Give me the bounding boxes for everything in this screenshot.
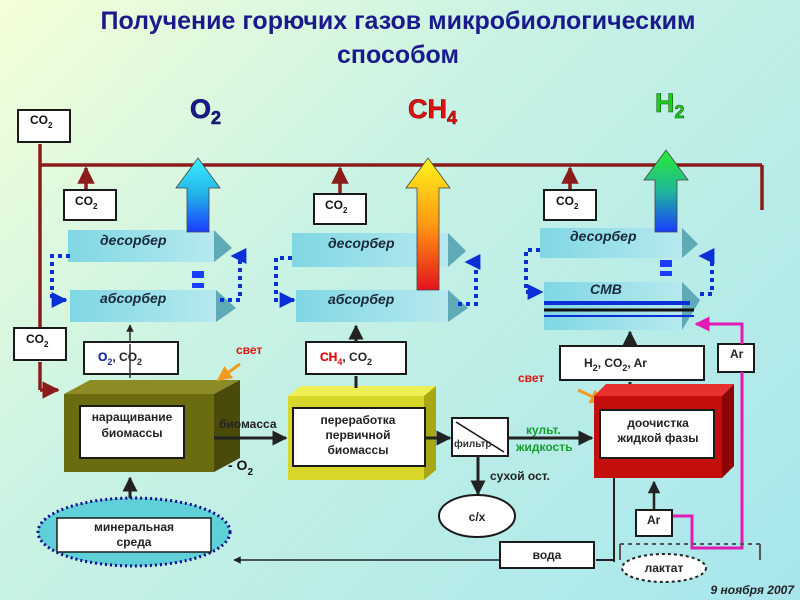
svg-text:CO2: CO2 [26, 332, 49, 349]
svg-text:вода: вода [533, 548, 562, 562]
svg-text:CO2: CO2 [30, 113, 53, 130]
culture-liquid-label-2: жидкость [515, 440, 572, 454]
agriculture-node: с/х [438, 494, 516, 538]
svg-text:переработка: переработка [321, 413, 396, 427]
svg-text:биомассы: биомассы [328, 443, 389, 457]
date-footer: 9 ноября 2007 [710, 583, 795, 597]
svg-text:CO2: CO2 [75, 194, 98, 211]
right-recirc-loop-left [524, 248, 544, 300]
svg-text:фильтр: фильтр [454, 438, 492, 450]
middle-recirc-loop-right [458, 254, 481, 306]
light-arrow-1 [216, 362, 241, 382]
left-recirc-loop-left [50, 254, 70, 308]
biomass-label: биомасса [219, 417, 277, 431]
svg-text:биомассы: биомассы [102, 426, 163, 440]
middle-desorber: десорбер [292, 233, 466, 267]
svg-text:H2, CO2, Ar: H2, CO2, Ar [584, 356, 647, 373]
svg-text:лактат: лактат [645, 561, 684, 575]
svg-text:десорбер: десорбер [328, 235, 395, 251]
co2-box-left-feed: CO2 [13, 327, 67, 361]
h2-product-arrow [643, 149, 689, 276]
light-label-2: свет [518, 371, 544, 385]
middle-gas-mix-box: CH4, CO2 [305, 341, 407, 375]
right-reactor: доочистка жидкой фазы [594, 384, 734, 478]
right-smv-membrane: СМВ [544, 281, 700, 330]
left-recirc-loop-right [220, 248, 247, 302]
light-label-1: свет [236, 343, 262, 357]
svg-text:десорбер: десорбер [100, 232, 167, 248]
svg-text:с/х: с/х [469, 510, 486, 524]
middle-absorber: абсорбер [296, 290, 468, 322]
mineral-medium: минеральная среда [36, 496, 232, 568]
svg-text:абсорбер: абсорбер [100, 290, 167, 306]
gas-heading-h2: H2 [655, 88, 685, 122]
left-reactor: наращивание биомассы [64, 380, 240, 472]
argon-bottom-link [670, 514, 710, 550]
svg-text:первичной: первичной [326, 428, 391, 442]
co2-box-left-desorber: CO2 [63, 189, 117, 221]
gas-heading-o2: O2 [190, 94, 221, 128]
co2-box-right-desorber: CO2 [543, 189, 597, 221]
svg-text:доочистка: доочистка [627, 416, 689, 430]
right-gas-mix-box: H2, CO2, Ar [559, 345, 705, 381]
ch4-product-arrow [405, 157, 451, 291]
svg-text:абсорбер: абсорбер [328, 291, 395, 307]
svg-text:CH4, CO2: CH4, CO2 [320, 350, 372, 367]
o2-product-arrow [175, 157, 221, 288]
middle-reactor: переработка первичной биомассы [288, 386, 436, 480]
filter: фильтр [451, 417, 509, 457]
argon-return-line [694, 316, 744, 344]
lactate-node: лактат [621, 553, 707, 583]
culture-liquid-label-1: культ. [526, 423, 561, 437]
svg-text:O2, CO2: O2, CO2 [98, 350, 142, 367]
co2-box-top: CO2 [17, 109, 71, 143]
gas-heading-ch4: CH4 [408, 94, 457, 128]
svg-text:CO2: CO2 [325, 198, 348, 215]
argon-loop-line [710, 372, 744, 550]
co2-pipe [38, 144, 764, 399]
dry-residue-label: сухой ост. [490, 469, 550, 483]
lactate-bracket [619, 543, 761, 560]
svg-text:среда: среда [117, 535, 152, 549]
argon-box-top: Ar [717, 343, 755, 373]
right-recirc-loop-right [698, 248, 715, 296]
argon-box-bottom: Ar [635, 509, 673, 537]
middle-recirc-loop-left [274, 256, 296, 308]
left-desorber: десорбер [68, 230, 232, 262]
svg-text:наращивание: наращивание [92, 410, 173, 424]
svg-text:жидкой фазы: жидкой фазы [617, 431, 699, 445]
minus-o2-label: - O2 [228, 457, 253, 478]
svg-text:Ar: Ar [647, 513, 661, 527]
svg-text:СМВ: СМВ [590, 281, 622, 297]
co2-box-middle-desorber: CO2 [313, 193, 367, 225]
svg-text:CO2: CO2 [556, 194, 579, 211]
water-box: вода [499, 541, 595, 569]
svg-text:минеральная: минеральная [94, 520, 174, 534]
title-line-2: способом [337, 41, 459, 69]
left-absorber: абсорбер [70, 290, 236, 322]
svg-text:десорбер: десорбер [570, 228, 637, 244]
svg-text:Ar: Ar [730, 347, 744, 361]
title-line-1: Получение горючих газов микробиологическ… [101, 7, 696, 35]
right-desorber: десорбер [540, 228, 698, 258]
left-gas-mix-box: O2, CO2 [83, 341, 179, 375]
